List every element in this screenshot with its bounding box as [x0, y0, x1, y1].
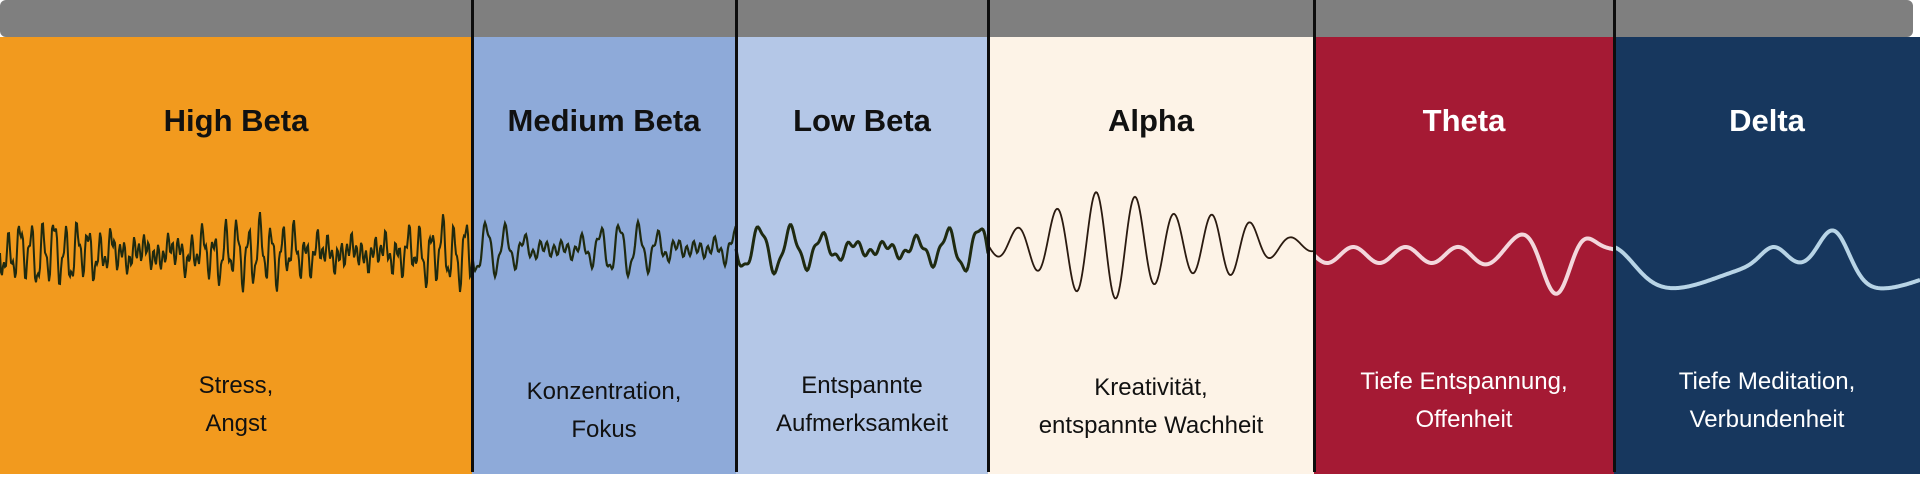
- top-bar: [0, 0, 1913, 37]
- band-description-line: Fokus: [571, 416, 637, 443]
- band-description-line: Konzentration,: [526, 378, 682, 405]
- band-description: Tiefe Meditation, Verbundenheit: [1614, 363, 1920, 439]
- band-divider: [1613, 0, 1616, 472]
- band-title: Medium Beta: [507, 103, 701, 138]
- band-divider: [735, 0, 738, 472]
- band-title: Alpha: [1107, 103, 1195, 138]
- band-description-line: Angst: [205, 410, 267, 437]
- band-description: Entspannte Aufmerksamkeit: [736, 367, 988, 443]
- wave-theta: [1312, 232, 1615, 296]
- band-description-line: Aufmerksamkeit: [775, 410, 949, 437]
- band-description-line: Entspannte: [801, 372, 923, 399]
- band-title: Low Beta: [793, 103, 931, 138]
- band-description-line: Kreativität,: [1094, 374, 1208, 401]
- band-description-line: Tiefe Meditation,: [1678, 368, 1856, 395]
- band-divider: [987, 0, 990, 472]
- band-description-line: entspannte Wachheit: [1038, 412, 1264, 439]
- band-description-line: Tiefe Entspannung,: [1360, 368, 1568, 395]
- wave-low-beta: [734, 223, 990, 276]
- wave-alpha: [987, 191, 1315, 300]
- band-title: High Beta: [163, 103, 309, 138]
- band-alpha: Alpha Kreativität, entspannte Wachheit: [988, 37, 1314, 474]
- band-low-beta: Low Beta Entspannte Aufmerksamkeit: [736, 37, 988, 474]
- band-description: Stress, Angst: [0, 367, 472, 443]
- band-title: Theta: [1422, 103, 1506, 138]
- band-divider: [471, 0, 474, 472]
- band-divider: [1313, 0, 1316, 472]
- wave-high-beta: [0, 211, 473, 293]
- band-description-line: Stress,: [198, 372, 274, 399]
- band-title: Delta: [1729, 103, 1805, 138]
- band-description-line: Verbundenheit: [1689, 406, 1845, 433]
- band-delta: Delta Tiefe Meditation, Verbundenheit: [1614, 37, 1920, 474]
- wave-medium-beta: [470, 217, 738, 281]
- brainwave-bands: High Beta Stress, Angst Medium Beta Konz…: [0, 37, 1920, 474]
- wave-delta: [1613, 228, 1920, 291]
- band-description: Konzentration, Fokus: [472, 373, 736, 449]
- brainwave-signals: [0, 191, 1920, 300]
- band-description: Tiefe Entspannung, Offenheit: [1314, 363, 1614, 439]
- band-description: Kreativität, entspannte Wachheit: [988, 369, 1314, 445]
- band-description-line: Offenheit: [1415, 406, 1513, 433]
- band-medium-beta: Medium Beta Konzentration, Fokus: [472, 37, 736, 474]
